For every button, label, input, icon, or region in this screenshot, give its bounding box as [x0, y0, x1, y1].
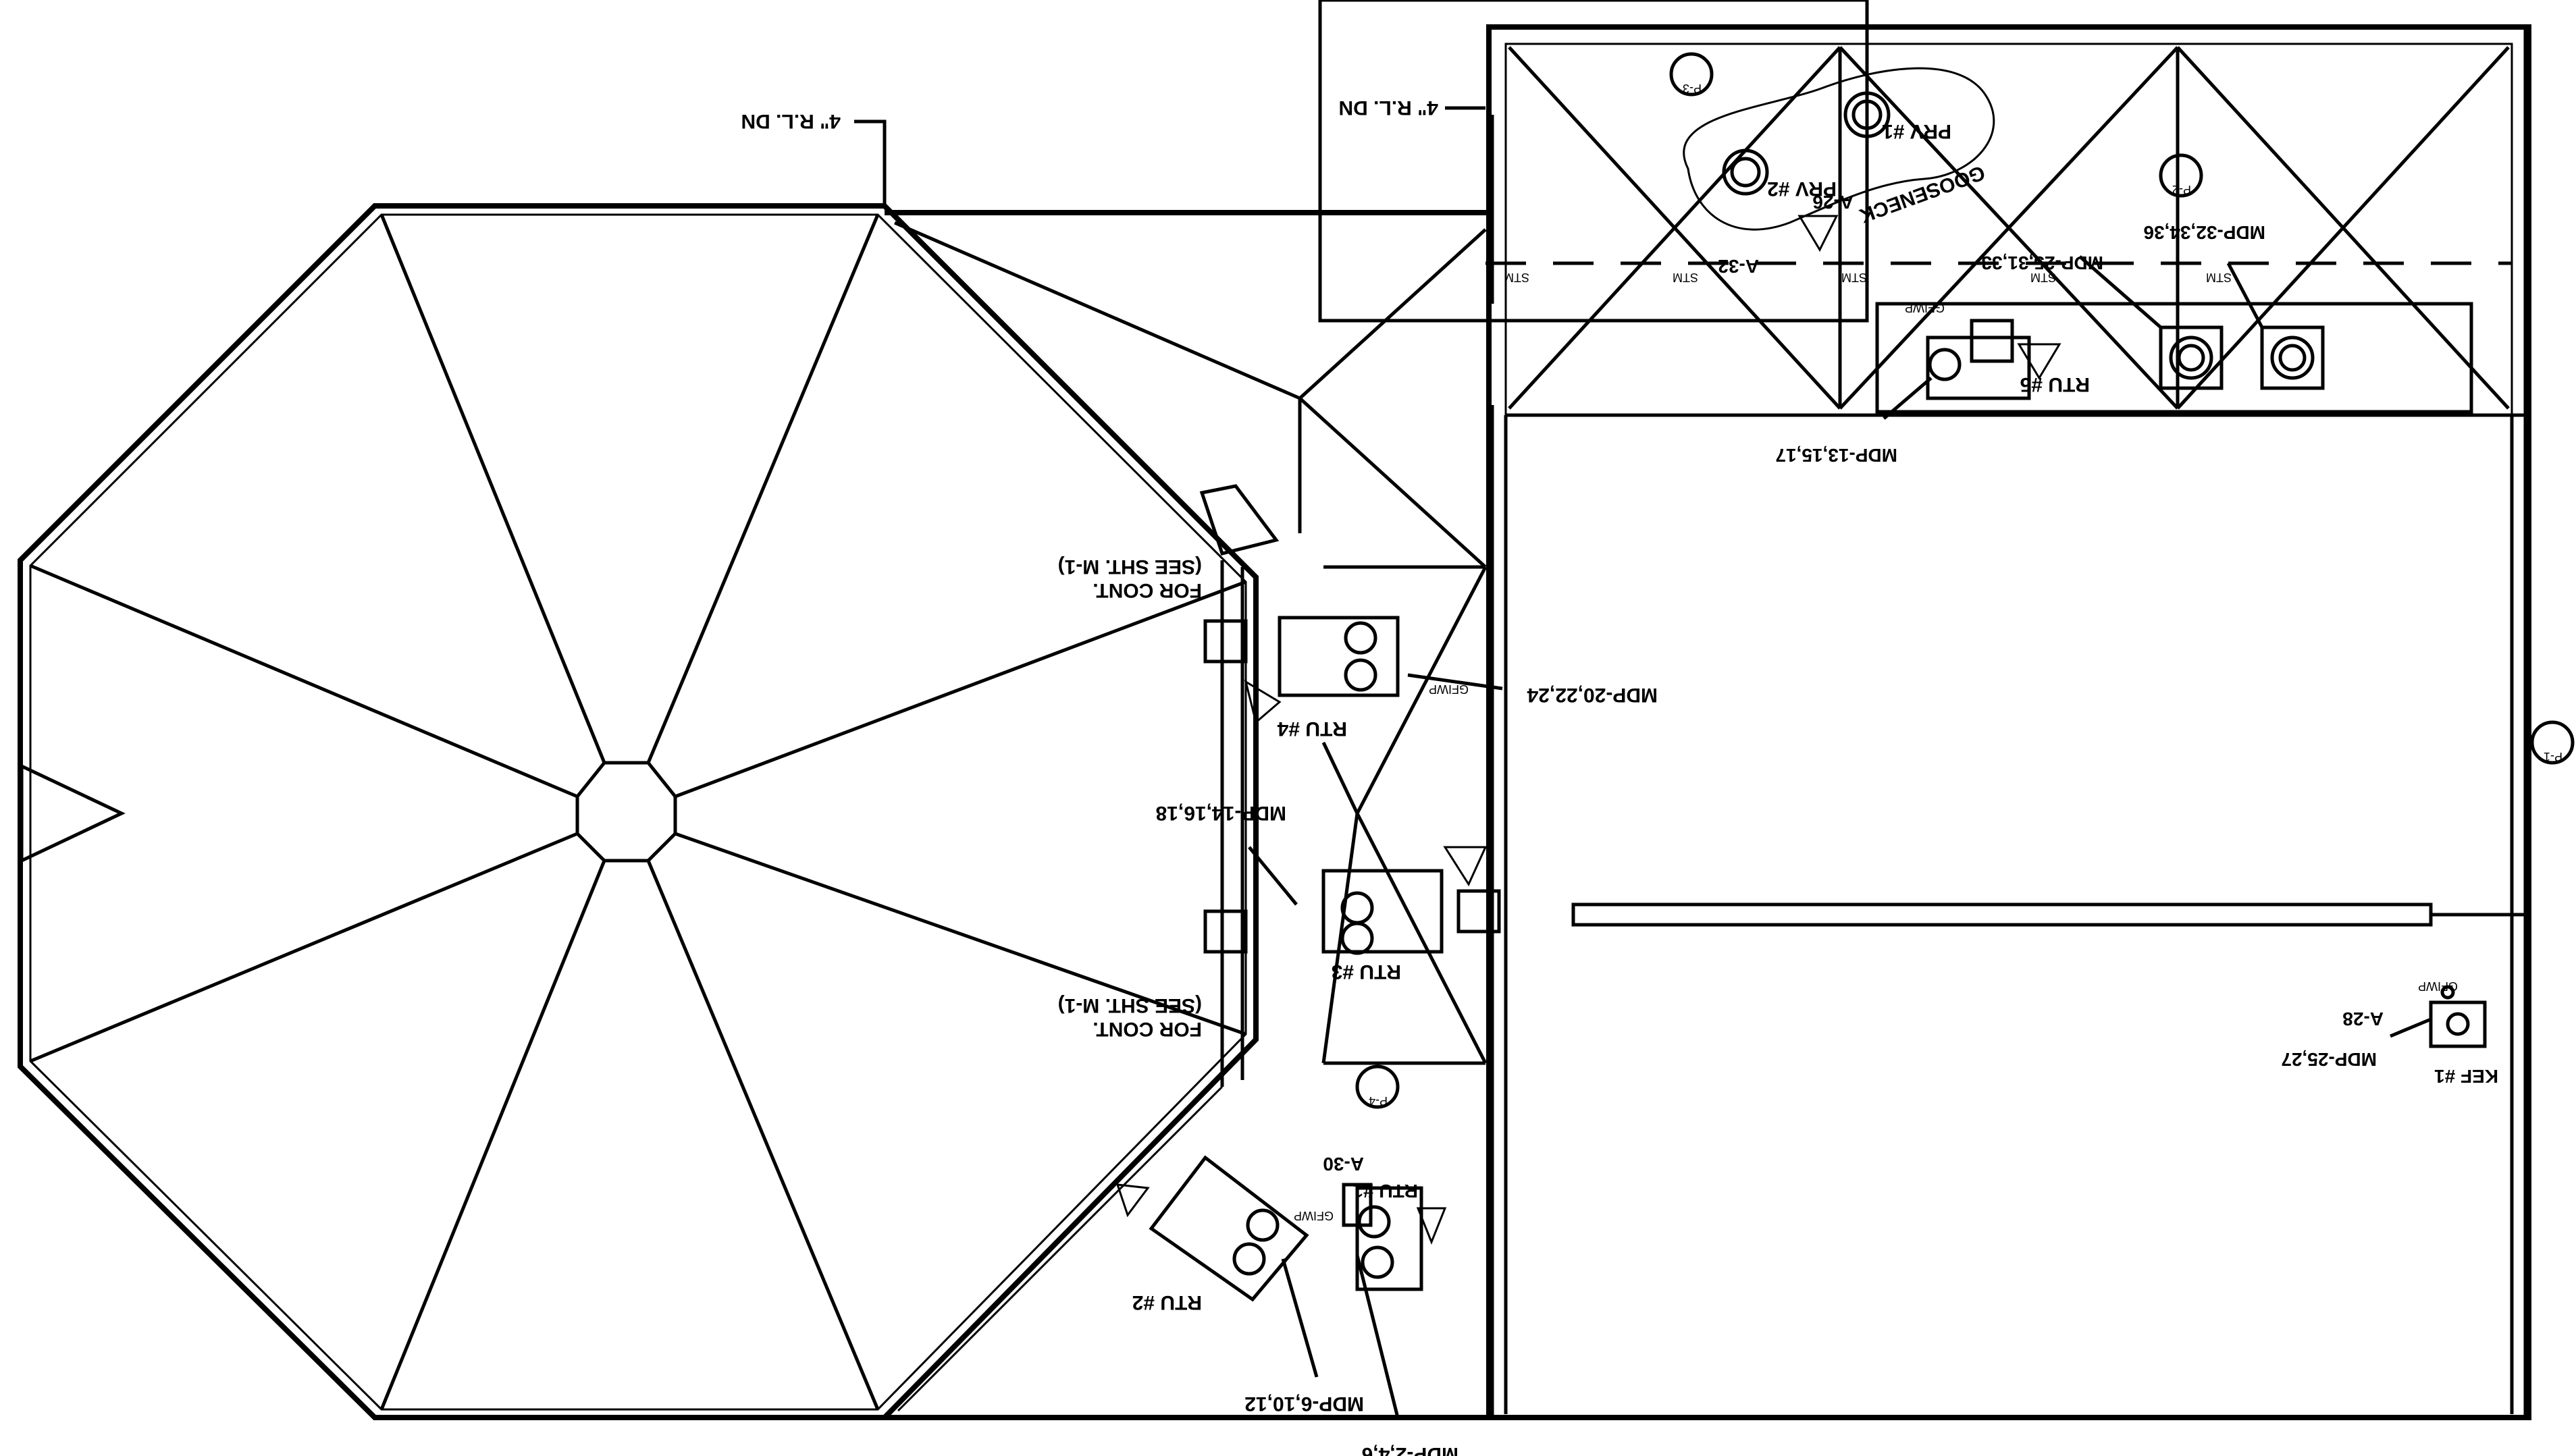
- mdp-25-31-33-label: MDP-25,31,33: [1981, 252, 2103, 273]
- a32-label: A-32: [1718, 256, 1759, 277]
- kef-1: [2429, 985, 2487, 1048]
- gooseneck-area: [1683, 0, 1995, 231]
- rtu4-label: RTU #4: [1277, 718, 1347, 740]
- rtu1-label: RTU #1: [1353, 1181, 1418, 1202]
- octagon-roof: [18, 203, 1259, 1420]
- rl-dn-left-label: 4" R.L. DN: [741, 110, 841, 132]
- stm-label-1: STM: [1504, 271, 1529, 284]
- p-tag-1: P-1: [2544, 750, 2562, 763]
- p-tag-symbols: [1355, 52, 2575, 1109]
- p-tag-3: P-3: [1683, 82, 1702, 95]
- rtu2-label: RTU #2: [1132, 1291, 1202, 1314]
- mdp-6-10-12-label: MDP-6,10,12: [1244, 1393, 1364, 1415]
- rtu-1: [1342, 1183, 1447, 1291]
- for-cont-2a-label: FOR CONT.: [1093, 1018, 1202, 1040]
- rl-dn-right-label: 4" R.L. DN: [1338, 97, 1438, 119]
- leader-lines: [854, 106, 2432, 1418]
- a30-label: A-30: [1323, 1154, 1364, 1175]
- prv2-label: PRV #2: [1767, 178, 1837, 200]
- mdp-13-15-17-label: MDP-13,15,17: [1775, 445, 1897, 466]
- center-bay: [885, 210, 1492, 1420]
- p-tag-4: P-4: [1369, 1094, 1388, 1108]
- kef1-label: KEF #1: [2434, 1066, 2498, 1087]
- mdp-14-16-18-label: MDP-14,16,18: [1156, 802, 1286, 824]
- for-cont-1b-label: (SEE SHT. M-1): [1058, 556, 1202, 578]
- text-labels: 4" R.L. DN 4" R.L. DN GOOSENECK PRV #1 P…: [741, 82, 2562, 1456]
- rtu5-label: RTU #5: [2020, 373, 2090, 396]
- right-building: [1318, 0, 2531, 1420]
- fans-top-right: [2159, 325, 2325, 390]
- rtu-4: [1199, 484, 1400, 724]
- rtu-5: [1926, 319, 2061, 400]
- for-cont-1a-label: FOR CONT.: [1093, 579, 1202, 601]
- gooseneck-label: GOOSENECK: [1856, 161, 1988, 227]
- mdp-20-22-24-label: MDP-20,22,24: [1527, 684, 1658, 706]
- stm-label-3: STM: [1841, 271, 1867, 284]
- gfiwp-kef-label: GFIWP: [2418, 979, 2458, 993]
- for-cont-2b-label: (SEE SHT. M-1): [1058, 994, 1202, 1017]
- rtu-2: [1115, 1155, 1309, 1302]
- p-tag-2: P-2: [2172, 183, 2191, 196]
- stm-label-2: STM: [1673, 271, 1698, 284]
- a26-top-label: A-26: [1812, 192, 1854, 213]
- gfiwp-rtu4-label: GFIWP: [1429, 682, 1469, 696]
- gfiwp-rtu5-label: GFIWP: [1905, 301, 1945, 315]
- gfiwp-rtu1-label: GFIWP: [1294, 1209, 1334, 1222]
- stm-label-5: STM: [2206, 271, 2232, 284]
- prv1-label: PRV #1: [1882, 120, 1951, 142]
- mdp-25-27-label: MDP-25,27: [2281, 1049, 2377, 1070]
- stm-label-4: STM: [2030, 271, 2056, 284]
- rtu3-label: RTU #3: [1332, 961, 1401, 983]
- a28-label: A-28: [2342, 1008, 2384, 1029]
- rtu-3: [1203, 846, 1501, 955]
- mdp-32-34-36-label: MDP-32,34,36: [2143, 222, 2265, 243]
- mdp-2-4-6-label: MDP-2,4,6: [1362, 1443, 1458, 1456]
